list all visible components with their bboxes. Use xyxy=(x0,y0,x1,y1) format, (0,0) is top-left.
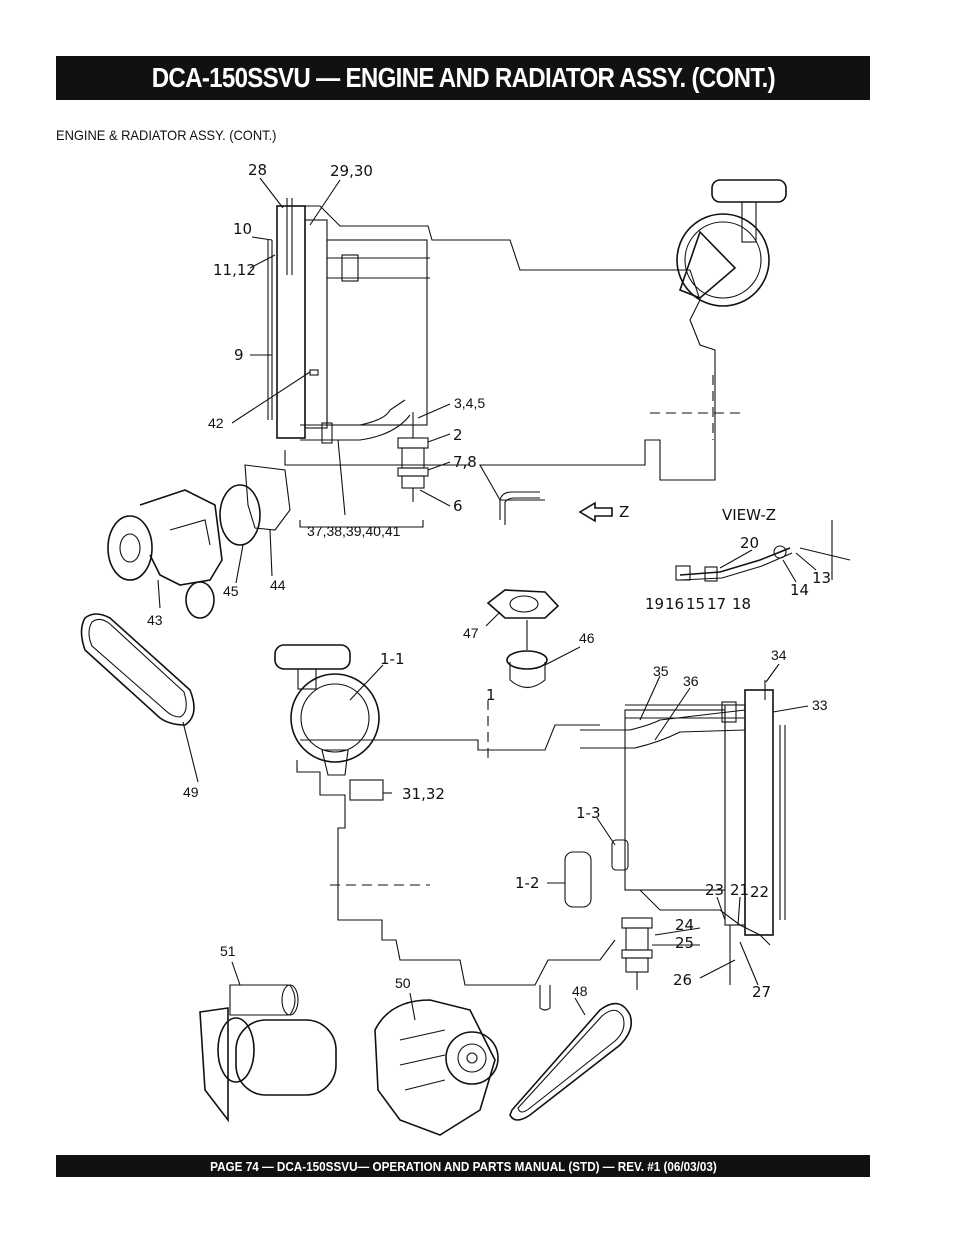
callout-20: 20 xyxy=(740,534,759,552)
callout-9: 9 xyxy=(234,346,244,364)
callout-23: 23 xyxy=(705,881,724,899)
callout-28: 28 xyxy=(248,161,267,179)
callout-34: 34 xyxy=(771,647,787,663)
callout-37-41: 37,38,39,40,41 xyxy=(307,523,401,539)
callout-44: 44 xyxy=(270,577,286,593)
lower-air-cleaner-drawing xyxy=(274,644,380,776)
lower-radiator-drawing xyxy=(296,680,786,1011)
callout-45: 45 xyxy=(223,583,239,599)
callout-2: 2 xyxy=(453,426,463,444)
callout-3-4-5: 3,4,5 xyxy=(454,395,485,411)
callout-16: 16 xyxy=(665,595,684,613)
callout-13: 13 xyxy=(812,569,831,587)
callout-10: 10 xyxy=(233,220,252,238)
callout-19: 19 xyxy=(645,595,664,613)
leader-lines xyxy=(157,177,817,1021)
callout-43: 43 xyxy=(147,612,163,628)
fan-belt-49-drawing xyxy=(80,613,195,726)
callout-50: 50 xyxy=(395,975,411,991)
view-z-drawing xyxy=(675,520,851,582)
callout-47: 47 xyxy=(463,625,479,641)
callout-36: 36 xyxy=(683,673,699,689)
callout-49: 49 xyxy=(183,784,199,800)
callout-labels: 28 29,30 10 11,12 9 42 3,4,5 2 7,8 6 37,… xyxy=(147,161,831,1001)
callout-42: 42 xyxy=(208,415,224,431)
fan-belt-48-drawing xyxy=(509,1002,633,1121)
callout-29-30: 29,30 xyxy=(330,162,373,180)
callout-26: 26 xyxy=(673,971,692,989)
callout-7-8: 7,8 xyxy=(453,453,477,471)
page-footer: PAGE 74 — DCA-150SSVU— OPERATION AND PAR… xyxy=(56,1155,870,1177)
callout-1: 1 xyxy=(486,686,496,704)
callout-27: 27 xyxy=(752,983,771,1001)
callout-17: 17 xyxy=(707,595,726,613)
callout-51: 51 xyxy=(220,943,236,959)
callout-1-3: 1-3 xyxy=(576,804,601,822)
upper-radiator-drawing xyxy=(267,179,787,525)
callout-33: 33 xyxy=(812,697,828,713)
section-subtitle: ENGINE & RADIATOR ASSY. (CONT.) xyxy=(56,127,277,143)
water-pump-drawing xyxy=(107,464,291,619)
callout-24: 24 xyxy=(675,916,694,934)
callout-25: 25 xyxy=(675,934,694,952)
callout-48: 48 xyxy=(572,983,588,999)
page-header: DCA-150SSVU — ENGINE AND RADIATOR ASSY. … xyxy=(56,56,870,100)
alternator-drawing xyxy=(374,999,499,1136)
callout-view-z: VIEW-Z xyxy=(722,506,776,524)
callout-11-12: 11,12 xyxy=(213,261,256,279)
callout-46: 46 xyxy=(579,630,595,646)
callout-z: Z xyxy=(619,503,629,521)
callout-31-32: 31,32 xyxy=(402,785,445,803)
callout-1-1: 1-1 xyxy=(380,650,405,668)
callout-35: 35 xyxy=(653,663,669,679)
page-title: DCA-150SSVU — ENGINE AND RADIATOR ASSY. … xyxy=(151,62,775,93)
callout-6: 6 xyxy=(453,497,463,515)
thermostat-drawing xyxy=(486,589,560,689)
footer-text: PAGE 74 — DCA-150SSVU— OPERATION AND PAR… xyxy=(209,1158,717,1174)
callout-1-2: 1-2 xyxy=(515,874,540,892)
starter-motor-drawing xyxy=(199,984,337,1123)
callout-14: 14 xyxy=(790,581,809,599)
callout-22: 22 xyxy=(750,883,769,901)
callout-21: 21 xyxy=(730,881,749,899)
callout-18: 18 xyxy=(732,595,751,613)
callout-15: 15 xyxy=(686,595,705,613)
